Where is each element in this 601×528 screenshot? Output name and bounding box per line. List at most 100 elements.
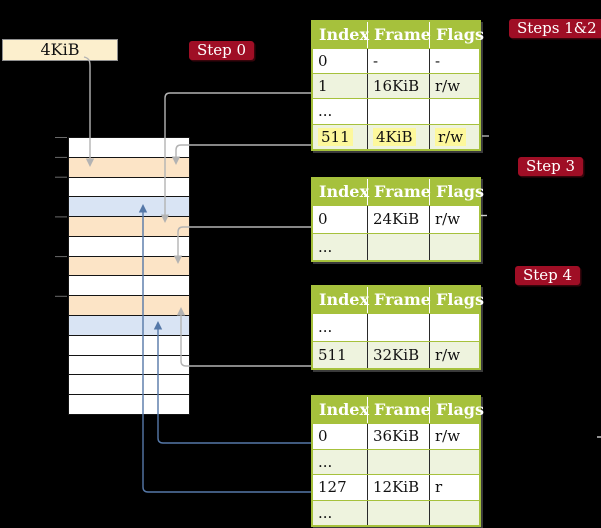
memory-frame-page-table [69, 156, 189, 177]
table-row: ... [313, 232, 479, 261]
value: 16KiB [373, 77, 420, 96]
cell-flags [429, 449, 479, 474]
cell-flags [429, 99, 479, 124]
cell-index: 0 [313, 206, 367, 233]
cell-flags: r/w [429, 206, 479, 233]
cell-flags: - [429, 49, 479, 74]
address-ticks [55, 137, 67, 297]
table-row: 0 36KiB r/w [313, 423, 479, 449]
cell-index: 511 [313, 125, 367, 149]
cell-index: ... [313, 450, 367, 475]
memory-frame-data-page [69, 315, 189, 335]
table-row: 127 12KiB r [313, 474, 479, 500]
highlighted-value: r/w [435, 127, 467, 146]
header-flags: Flags [429, 22, 484, 48]
table-row: 0 - - [313, 48, 479, 74]
value: 32KiB [373, 345, 420, 364]
value: r/w [435, 427, 461, 446]
cell-index: 511 [313, 342, 367, 369]
memory-frame-page-table [69, 295, 189, 316]
cell-frame [367, 500, 429, 525]
value: ... [318, 452, 333, 471]
value: 511 [318, 345, 347, 364]
value: 24KiB [373, 210, 420, 229]
header-index: Index [319, 400, 370, 419]
header-frame: Frame [367, 179, 431, 205]
memory-column [68, 137, 190, 415]
cell-flags [429, 314, 479, 341]
badge-step-0: Step 0 [189, 41, 255, 60]
table-row: 1 16KiB r/w [313, 73, 479, 99]
memory-frame-data-page [69, 196, 189, 217]
value: 0 [318, 52, 328, 71]
cell-frame: 16KiB [367, 74, 429, 99]
header-index: Index [319, 290, 370, 309]
arrow-step4-entry511-to-32kib [180, 315, 311, 367]
memory-frame-empty [69, 176, 189, 197]
table-row: ... [313, 448, 479, 475]
cell-flags: r/w [429, 74, 479, 99]
arrow-root-entry511-to-4kib [175, 144, 311, 157]
cell-frame: 12KiB [367, 475, 429, 500]
header-flags: Flags [429, 397, 484, 423]
value: - [373, 52, 379, 71]
cell-index: ... [313, 501, 367, 526]
memory-frame-empty [69, 235, 189, 256]
cell-frame [367, 99, 429, 124]
header-flags: Flags [429, 179, 484, 205]
cell-frame [367, 449, 429, 474]
cell-flags: r/w [429, 424, 479, 449]
value: 12KiB [373, 478, 420, 497]
memory-frame-empty [69, 138, 189, 157]
value: 36KiB [373, 427, 420, 446]
cell-flags [429, 233, 479, 260]
value: ... [318, 237, 333, 256]
badge-steps-1-2: Steps 1&2 [509, 19, 601, 38]
value: - [435, 52, 441, 71]
cell-flags [429, 500, 479, 525]
cell-index: 1 [313, 74, 367, 98]
cell-flags: r/w [429, 124, 479, 149]
cell-frame: - [367, 49, 429, 74]
table-row: ... [313, 98, 479, 124]
arrow-step3-entry0-to-24kib [177, 226, 311, 256]
cell-frame [367, 314, 429, 341]
cell-index: ... [313, 314, 367, 341]
table-row: ... [313, 499, 479, 526]
value: 1 [318, 77, 328, 96]
cell-frame: 36KiB [367, 424, 429, 449]
value: r [435, 478, 443, 497]
memory-frame-page-table [69, 255, 189, 276]
cell-flags: r/w [429, 341, 479, 368]
table-row: 511 32KiB r/w [313, 340, 479, 369]
memory-frame-empty [69, 394, 189, 414]
header-flags: Flags [429, 287, 484, 313]
highlighted-value: 511 [318, 127, 353, 146]
cell-frame: 32KiB [367, 341, 429, 368]
table-row: 0 24KiB r/w [313, 205, 479, 233]
value: ... [318, 318, 333, 337]
cell-flags: r [429, 475, 479, 500]
header-frame: Frame [367, 22, 431, 48]
value: r/w [435, 210, 461, 229]
badge-step-4: Step 4 [515, 266, 581, 285]
value: 0 [318, 427, 328, 446]
memory-frame-empty [69, 275, 189, 296]
memory-frame-empty [69, 354, 189, 375]
cell-index: 0 [313, 424, 367, 449]
value: 0 [318, 210, 328, 229]
value: ... [318, 503, 333, 522]
cell-index: 0 [313, 49, 367, 73]
cell-index: ... [313, 234, 367, 261]
memory-frame-empty [69, 334, 189, 355]
memory-frame-empty [69, 374, 189, 395]
cell-index: 127 [313, 475, 367, 500]
